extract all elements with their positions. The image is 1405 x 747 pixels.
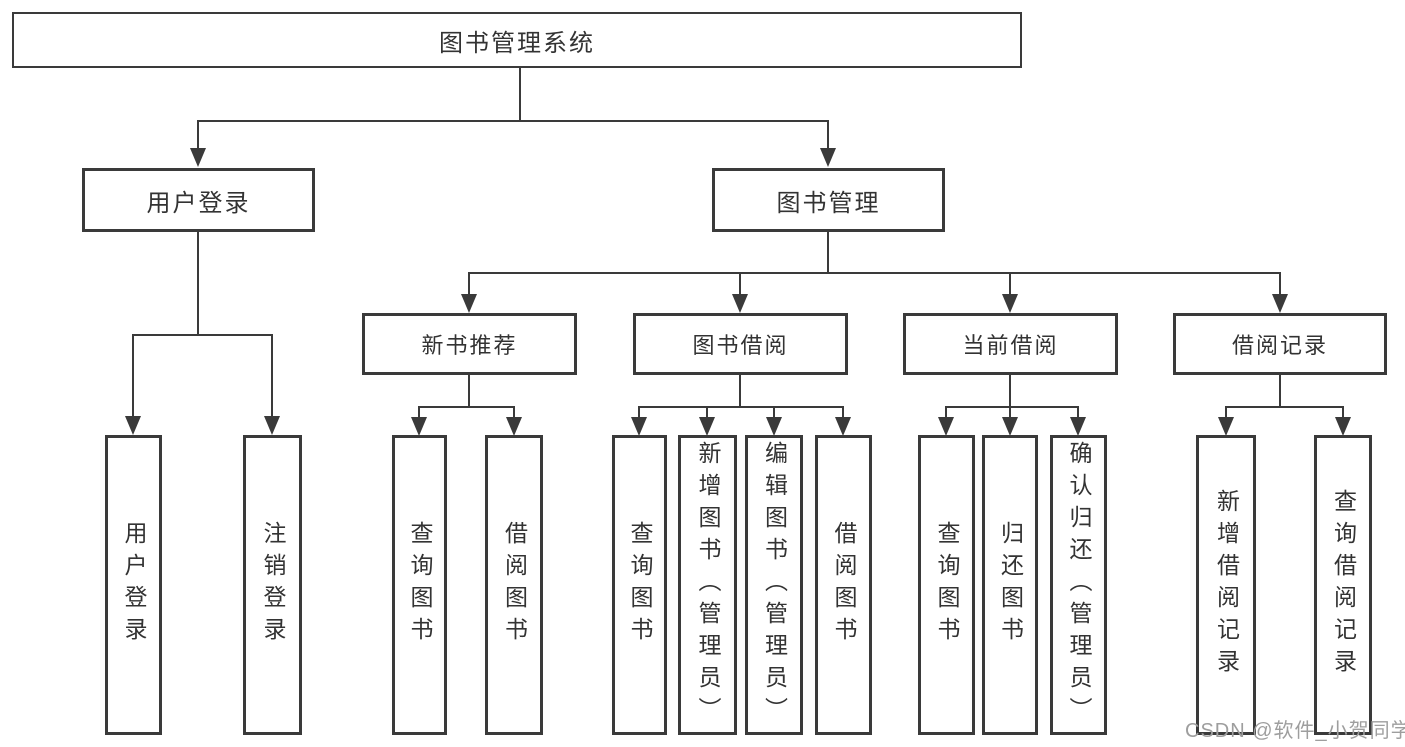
node-current-borrowing: 当前借阅: [903, 313, 1118, 375]
connector-records-stub: [1279, 375, 1281, 408]
leaf-add-book-admin: 新增图书（管理员）: [678, 435, 737, 735]
arrowhead-icon: [938, 417, 954, 436]
connector-stem: [1342, 406, 1344, 420]
leaf-label: 归还图书: [997, 521, 1024, 649]
connector-records-rail: [1225, 406, 1344, 408]
arrowhead-icon: [766, 417, 782, 436]
connector-stem: [827, 120, 829, 150]
connector-recommend-rail: [418, 406, 515, 408]
connector-level3-rail: [468, 272, 1281, 274]
leaf-borrow-books-recommend: 借阅图书: [485, 435, 543, 735]
arrowhead-icon: [506, 417, 522, 436]
connector-stem: [1279, 272, 1281, 296]
leaf-logout: 注销登录: [243, 435, 302, 735]
connector-current-stub: [1009, 375, 1011, 408]
arrowhead-icon: [1218, 417, 1234, 436]
connector-stem: [638, 406, 640, 420]
arrowhead-icon: [835, 417, 851, 436]
arrowhead-icon: [1335, 417, 1351, 436]
leaf-query-books-borrow: 查询图书: [612, 435, 667, 735]
connector-userlogin-rail: [132, 334, 273, 336]
connector-stem: [1009, 406, 1011, 420]
node-book-borrowing: 图书借阅: [633, 313, 848, 375]
connector-stem: [1009, 272, 1011, 296]
connector-stem: [468, 272, 470, 296]
leaf-label: 查询图书: [407, 521, 433, 649]
connector-stem: [132, 334, 134, 418]
leaf-label: 新增借阅记录: [1213, 489, 1240, 681]
node-label: 当前借阅: [962, 333, 1059, 358]
connector-recommend-stub: [468, 375, 470, 408]
leaf-label: 确认归还（管理员）: [1066, 441, 1092, 729]
node-new-book-recommendation: 新书推荐: [362, 313, 577, 375]
connector-stem: [739, 272, 741, 296]
leaf-query-borrow-record: 查询借阅记录: [1314, 435, 1372, 735]
arrowhead-icon: [125, 416, 141, 435]
connector-stem: [945, 406, 947, 420]
node-label: 图书借阅: [692, 333, 789, 358]
arrowhead-icon: [1070, 417, 1086, 436]
leaf-label: 编辑图书（管理员）: [761, 441, 788, 729]
connector-borrowing-rail: [638, 406, 844, 408]
node-label: 图书管理: [776, 189, 881, 217]
leaf-label: 借阅图书: [831, 521, 857, 649]
leaf-label: 注销登录: [260, 521, 286, 649]
node-label: 新书推荐: [421, 333, 518, 358]
connector-bookmgmt-stub: [827, 232, 829, 274]
arrowhead-icon: [732, 294, 748, 313]
connector-stem: [706, 406, 708, 420]
arrowhead-icon: [631, 417, 647, 436]
connector-borrowing-stub: [739, 375, 741, 408]
arrowhead-icon: [461, 294, 477, 313]
node-library-management-system: 图书管理系统: [12, 12, 1022, 68]
connector-stem: [842, 406, 844, 420]
leaf-label: 新增图书（管理员）: [695, 441, 721, 729]
node-label: 图书管理系统: [439, 29, 595, 57]
connector-stem: [271, 334, 273, 418]
connector-level2-rail: [197, 120, 829, 122]
leaf-label: 用户登录: [121, 521, 147, 649]
node-user-login: 用户登录: [82, 168, 315, 232]
leaf-label: 查询图书: [627, 521, 653, 649]
arrowhead-icon: [190, 148, 206, 167]
node-label: 用户登录: [146, 189, 251, 217]
connector-current-rail: [945, 406, 1079, 408]
leaf-label: 借阅图书: [501, 521, 528, 649]
arrowhead-icon: [264, 416, 280, 435]
arrowhead-icon: [1002, 417, 1018, 436]
connector-stem: [1225, 406, 1227, 420]
node-book-management: 图书管理: [712, 168, 945, 232]
leaf-add-borrow-record: 新增借阅记录: [1196, 435, 1256, 735]
leaf-borrow-books: 借阅图书: [815, 435, 872, 735]
connector-root-stub: [519, 68, 521, 120]
connector-stem: [773, 406, 775, 420]
leaf-user-login: 用户登录: [105, 435, 162, 735]
leaf-label: 查询借阅记录: [1330, 489, 1357, 681]
node-borrowing-records: 借阅记录: [1173, 313, 1387, 375]
arrowhead-icon: [820, 148, 836, 167]
connector-stem: [513, 406, 515, 420]
arrowhead-icon: [411, 417, 427, 436]
leaf-confirm-return-admin: 确认归还（管理员）: [1050, 435, 1107, 735]
leaf-query-books-current: 查询图书: [918, 435, 975, 735]
arrowhead-icon: [699, 417, 715, 436]
connector-stem: [197, 120, 199, 150]
leaf-return-book: 归还图书: [982, 435, 1038, 735]
node-label: 借阅记录: [1231, 333, 1328, 358]
leaf-edit-book-admin: 编辑图书（管理员）: [745, 435, 803, 735]
connector-userlogin-stub: [197, 232, 199, 336]
csdn-watermark: CSDN @软件_小贺同学: [1185, 720, 1405, 742]
connector-stem: [1077, 406, 1079, 420]
arrowhead-icon: [1002, 294, 1018, 313]
leaf-label: 查询图书: [934, 521, 960, 649]
connector-stem: [418, 406, 420, 420]
arrowhead-icon: [1272, 294, 1288, 313]
leaf-query-books-recommend: 查询图书: [392, 435, 447, 735]
